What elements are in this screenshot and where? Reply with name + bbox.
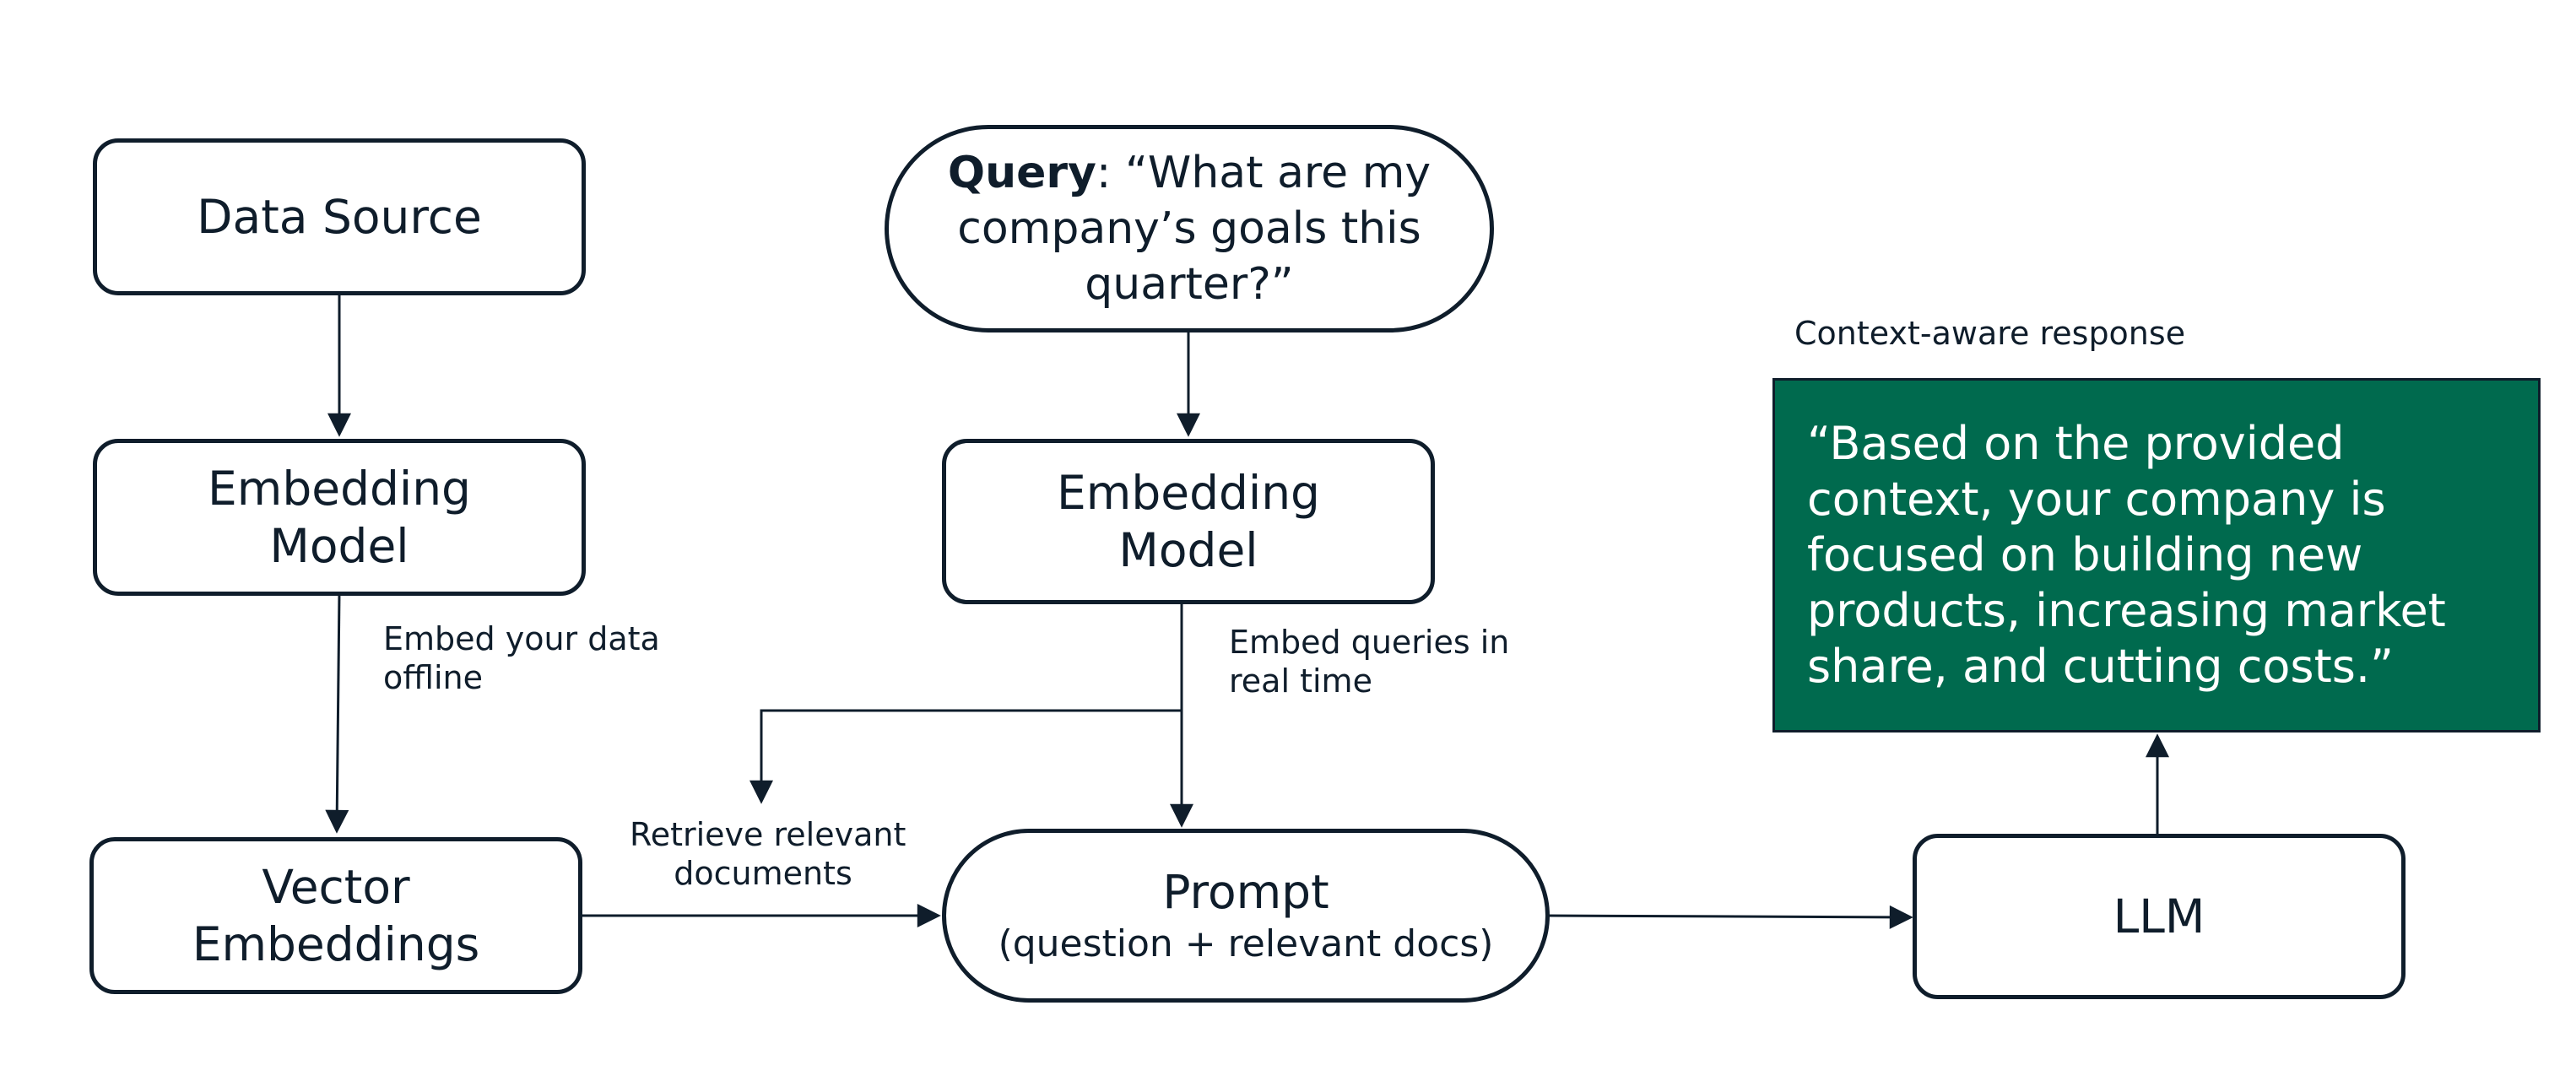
- embedding-model-left-line1: Embedding: [208, 462, 471, 516]
- retrieve-label: Retrieve relevant documents: [630, 815, 906, 893]
- llm-node: LLM: [1913, 834, 2406, 999]
- query-keyword: Query: [947, 148, 1096, 198]
- llm-label: LLM: [2113, 889, 2205, 943]
- response-text: “Based on the provided context, your com…: [1807, 417, 2446, 693]
- response-title: Context-aware response: [1794, 315, 2186, 352]
- vector-embeddings-line2: Embeddings: [192, 917, 480, 971]
- prompt-node: Prompt (question + relevant docs): [942, 829, 1550, 1003]
- arrow-prompt-to-llm: [1545, 905, 1913, 929]
- data-source-label: Data Source: [197, 190, 482, 244]
- embed-realtime-line2: real time: [1229, 662, 1372, 700]
- embedding-model-right-line1: Embedding: [1057, 466, 1320, 520]
- prompt-subtitle: (question + relevant docs): [998, 922, 1494, 965]
- embedding-model-left-line2: Model: [269, 519, 409, 573]
- embed-realtime-label: Embed queries in real time: [1229, 623, 1509, 700]
- embed-offline-line2: offline: [383, 659, 484, 696]
- arrow-embedding-to-vector: [325, 592, 349, 834]
- vector-embeddings-node: Vector Embeddings: [89, 837, 582, 994]
- prompt-title: Prompt: [1162, 865, 1329, 919]
- retrieve-line2: documents: [674, 855, 852, 892]
- query-text: Query: “What are my company’s goals this…: [889, 145, 1490, 312]
- embed-offline-label: Embed your data offline: [383, 619, 660, 697]
- query-node: Query: “What are my company’s goals this…: [885, 125, 1494, 332]
- embed-realtime-line1: Embed queries in: [1229, 624, 1510, 661]
- response-box: “Based on the provided context, your com…: [1772, 378, 2541, 733]
- vector-embeddings-line1: Vector: [262, 860, 410, 914]
- embedding-model-right-node: Embedding Model: [942, 439, 1435, 604]
- embedding-model-right-line2: Model: [1118, 523, 1258, 577]
- query-question: : “What are my company’s goals this quar…: [957, 148, 1431, 310]
- arrow-retrieve-branch: [750, 709, 1182, 804]
- data-source-node: Data Source: [93, 138, 586, 295]
- embed-offline-line1: Embed your data: [383, 620, 660, 657]
- retrieve-line1: Retrieve relevant: [630, 816, 906, 853]
- embedding-model-left-node: Embedding Model: [93, 439, 586, 596]
